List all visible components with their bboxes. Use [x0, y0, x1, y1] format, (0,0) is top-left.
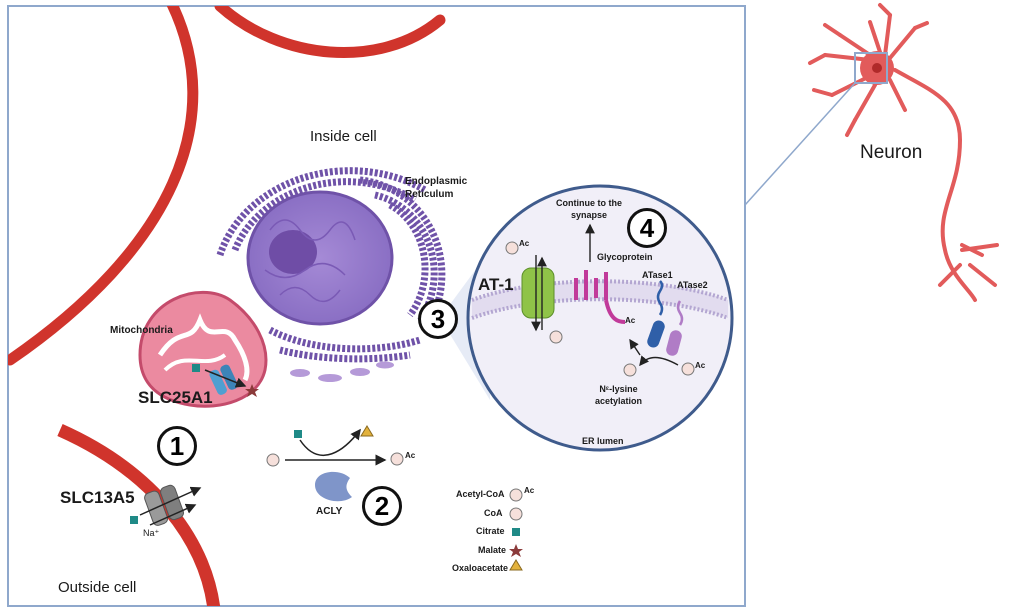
- malate-star-icon: [509, 544, 523, 557]
- step-marker: 1: [157, 426, 197, 466]
- outer-membrane-curve: [8, 6, 199, 366]
- nlysine-label: Nᵋ-lysine acetylation: [595, 384, 643, 406]
- at1-transporter: [521, 267, 555, 319]
- neuron-illustration: [808, 3, 999, 302]
- atase1-label: ATase1: [642, 270, 673, 280]
- step-marker: 3: [418, 299, 458, 339]
- ac-tag: Ac: [519, 239, 530, 248]
- acly-enzyme: [315, 471, 352, 502]
- citrate-square-icon: [130, 516, 138, 524]
- er-label: Endoplasmic Reticulum: [405, 176, 468, 200]
- legend-label: Oxaloacetate: [452, 563, 509, 573]
- acly-reaction: [266, 425, 404, 502]
- neuron-zoom-line: [744, 82, 856, 206]
- legend-label: Malate: [478, 545, 507, 555]
- slc25a1-transporter: [209, 364, 238, 395]
- na-plus-label: Na⁺: [143, 528, 160, 538]
- ac-tag: Ac: [405, 451, 416, 460]
- slc13a5-label: SLC13A5: [60, 488, 135, 507]
- er-lumen-label: ER lumen: [582, 436, 624, 446]
- at1-label: AT-1: [478, 275, 514, 294]
- atase2-label: ATase2: [677, 280, 708, 290]
- upper-membrane-curve: [214, 6, 446, 58]
- endoplasmic-reticulum: [216, 167, 446, 382]
- oxaloacetate-triangle-icon: [360, 425, 374, 437]
- oxaloacetate-triangle-icon: [509, 559, 523, 571]
- atase2-enzyme: [666, 330, 682, 356]
- citrate-square-icon: [512, 528, 520, 536]
- glycoprotein: [574, 270, 626, 324]
- legend-label: Citrate: [476, 526, 505, 536]
- legend-label: CoA: [484, 508, 503, 518]
- slc25a1-label: SLC25A1: [138, 388, 213, 407]
- acetyl-coa-icon: [509, 488, 523, 502]
- citrate-square-icon: [294, 430, 302, 438]
- step-marker: 4: [627, 208, 667, 248]
- continue-to-synapse-label: Continue to the synapse: [556, 198, 622, 220]
- ac-tag: Ac: [625, 316, 636, 325]
- glycoprotein-label: Glycoprotein: [597, 252, 653, 262]
- citrate-square-icon: [192, 364, 200, 372]
- atase1-enzyme: [647, 320, 665, 348]
- ac-tag: Ac: [695, 361, 706, 370]
- inside-cell-label: Inside cell: [310, 128, 377, 145]
- ac-tag: Ac: [524, 486, 535, 495]
- er-zoom-panel: [466, 184, 734, 452]
- outside-cell-label: Outside cell: [58, 579, 137, 596]
- mitochondria: [138, 290, 268, 408]
- acly-label: ACLY: [316, 506, 343, 517]
- malate-star-icon: [245, 384, 259, 397]
- neuron-zoom-box: [854, 52, 888, 84]
- legend-label: Acetyl-CoA: [456, 489, 505, 499]
- legend-icons: [509, 488, 523, 571]
- step-marker: 2: [362, 486, 402, 526]
- neuron-label: Neuron: [860, 142, 923, 163]
- mitochondria-label: Mitochondria: [110, 325, 173, 336]
- coa-circle-icon: [509, 507, 523, 521]
